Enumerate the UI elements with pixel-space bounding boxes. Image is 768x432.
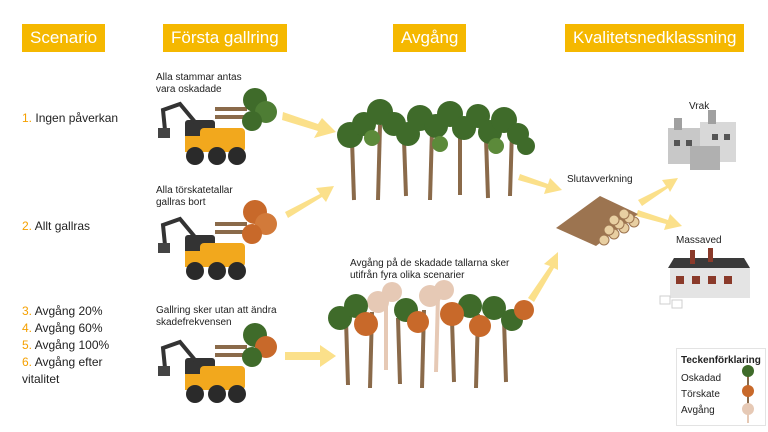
header-kvalitetsnedklassning: Kvalitetsnedklassning xyxy=(565,24,745,52)
thinning-1-caption-line1: Alla stammar antas xyxy=(156,72,242,83)
scenario-6-continued: vitalitet xyxy=(22,371,59,388)
legend-item-torskate: Törskate xyxy=(681,389,720,400)
harvester-healthy xyxy=(156,88,277,167)
log-pile xyxy=(556,196,640,246)
loss-caption-line2: utifrån fyra olika scenarier xyxy=(350,270,465,281)
scenario-text: Allt gallras xyxy=(34,219,91,233)
scenario-5: 5. Avgång 100% xyxy=(22,337,109,354)
loss-tree-icon xyxy=(742,403,754,415)
scenario-number: 3. xyxy=(22,304,33,318)
scenario-number: 2. xyxy=(22,219,33,233)
scenario-text: Avgång 20% xyxy=(34,304,103,318)
scenario-4: 4. Avgång 60% xyxy=(22,320,103,337)
scenario-text: vitalitet xyxy=(22,372,60,386)
thinning-2-caption-line2: gallras bort xyxy=(156,197,206,208)
legend: Teckenförklaring Oskadad Törskate Avgång xyxy=(676,348,766,426)
factory-massaved xyxy=(659,248,750,309)
scenario-text: Avgång efter xyxy=(34,355,103,369)
scenario-number: 6. xyxy=(22,355,33,369)
thinning-3-caption-line1: Gallring sker utan att ändra xyxy=(156,305,277,316)
blister-rust-tree-icon xyxy=(742,385,754,397)
scenario-6: 6. Avgång efter xyxy=(22,354,103,371)
legend-item-avgang: Avgång xyxy=(681,405,715,416)
loss-caption-line1: Avgång på de skadade tallarna sker xyxy=(350,258,510,269)
factory-vrak xyxy=(668,110,736,170)
flow-arrows xyxy=(282,112,682,367)
thinning-1-caption-line2: vara oskadade xyxy=(156,84,222,95)
scenario-number: 1. xyxy=(22,111,33,125)
scenario-number: 4. xyxy=(22,321,33,335)
thinning-2-caption-line1: Alla törskatetallar xyxy=(156,185,233,196)
scenario-text: Ingen påverkan xyxy=(35,111,119,125)
scenario-text: Avgång 100% xyxy=(34,338,110,352)
header-avgang: Avgång xyxy=(393,24,467,52)
scenario-2: 2. Allt gallras xyxy=(22,218,90,235)
forest-healthy xyxy=(337,99,535,201)
header-forsta-gallring: Första gallring xyxy=(163,24,287,52)
final-felling-label: Slutavverkning xyxy=(567,174,633,185)
legend-title: Teckenförklaring xyxy=(681,355,761,366)
thinning-3-caption-line2: skadefrekvensen xyxy=(156,317,232,328)
healthy-tree-icon xyxy=(742,365,754,377)
vrak-label: Vrak xyxy=(689,101,710,112)
harvester-blister-rust xyxy=(156,200,277,282)
legend-item-oskadad: Oskadad xyxy=(681,373,722,384)
scenario-number: 5. xyxy=(22,338,33,352)
legend-tree-icons xyxy=(742,365,754,423)
scenario-text: Avgång 60% xyxy=(34,321,103,335)
scenario-3: 3. Avgång 20% xyxy=(22,303,103,320)
scenario-1: 1. Ingen påverkan xyxy=(22,110,118,127)
harvester-mixed xyxy=(156,323,277,405)
forest-mixed xyxy=(328,280,534,389)
header-scenario: Scenario xyxy=(22,24,106,52)
massaved-label: Massaved xyxy=(676,235,722,246)
